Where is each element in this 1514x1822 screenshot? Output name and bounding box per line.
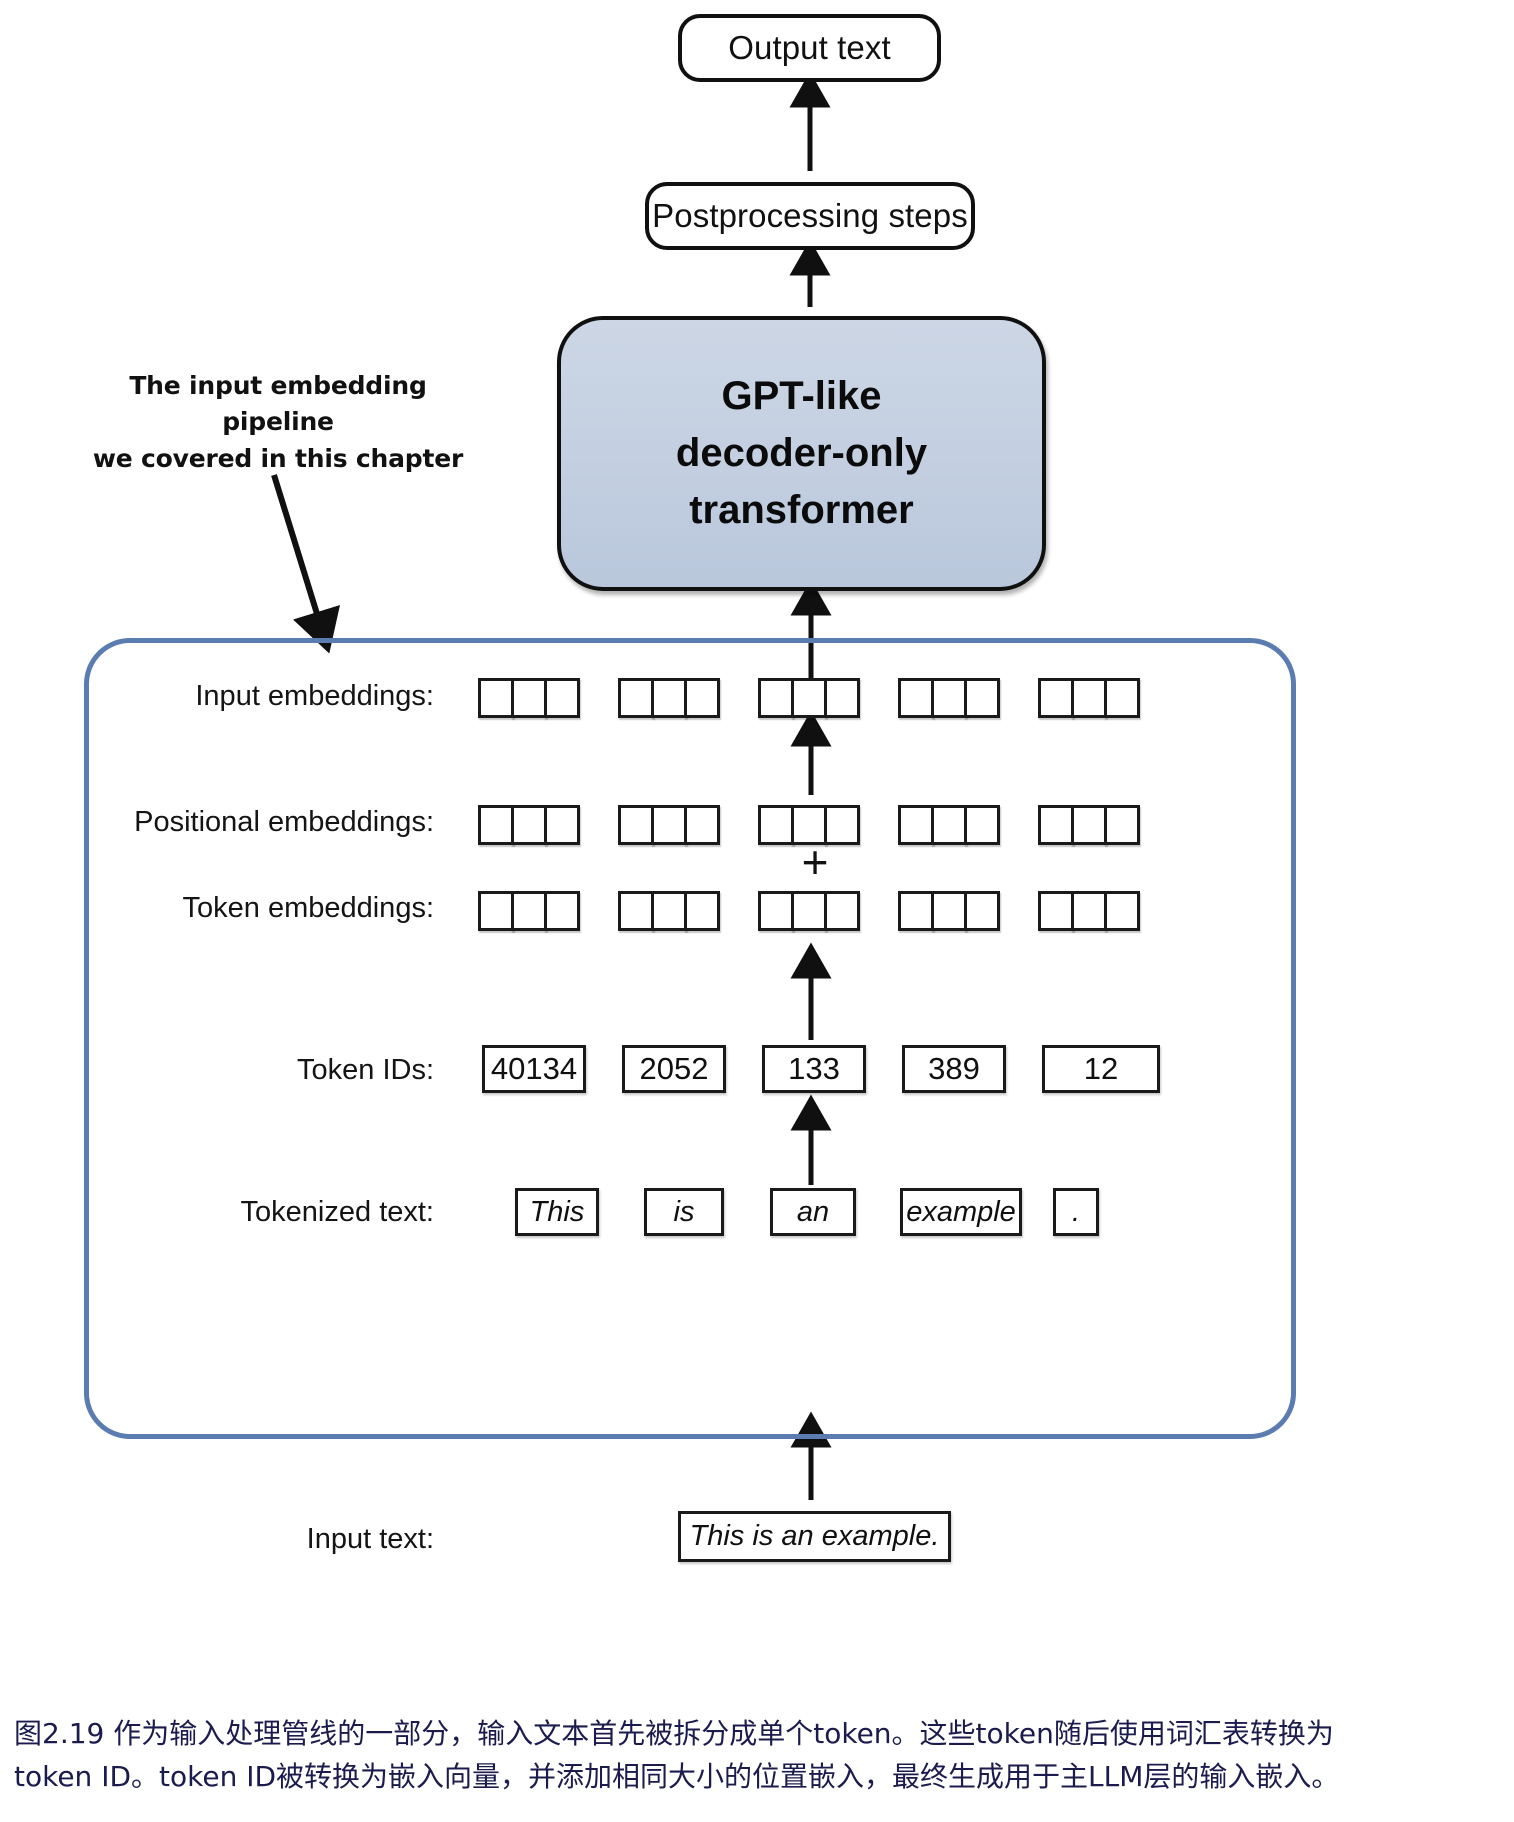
model-line-1: GPT-like <box>721 374 882 419</box>
output-text-box: Output text <box>678 14 941 82</box>
embedding-cell <box>791 805 827 845</box>
embedding-cell <box>618 678 654 718</box>
token-id-box: 133 <box>762 1045 866 1093</box>
figure-caption: 图2.19 作为输入处理管线的一部分，输入文本首先被拆分成单个token。这些t… <box>14 1712 1504 1799</box>
embedding-group <box>898 805 1000 845</box>
embedding-cell <box>964 678 1000 718</box>
embedding-cell <box>898 805 934 845</box>
input-pipeline-container <box>84 638 1296 1439</box>
embedding-group <box>618 891 720 931</box>
embedding-cell <box>898 678 934 718</box>
embedding-cell <box>1038 805 1074 845</box>
row-label-input-embeddings: Input embeddings: <box>195 680 434 712</box>
embedding-cell <box>684 678 720 718</box>
embedding-group <box>1038 678 1140 718</box>
embedding-group <box>478 805 580 845</box>
input-text-box: This is an example. <box>678 1511 951 1562</box>
embedding-cell <box>1071 891 1107 931</box>
annotation-line-1: The input embedding pipeline <box>129 371 427 437</box>
embedding-group <box>1038 805 1140 845</box>
embedding-cell <box>758 805 794 845</box>
token-box: . <box>1053 1188 1099 1236</box>
embedding-group <box>478 891 580 931</box>
embedding-cell <box>758 678 794 718</box>
embedding-cell <box>1038 678 1074 718</box>
embedding-cell <box>1104 805 1140 845</box>
embedding-cell <box>478 891 514 931</box>
embedding-cell <box>1071 805 1107 845</box>
embedding-group <box>758 891 860 931</box>
row-label-token-embeddings: Token embeddings: <box>182 892 435 924</box>
row-label-input-text: Input text: <box>306 1523 434 1555</box>
embedding-cell <box>931 678 967 718</box>
embedding-group <box>618 805 720 845</box>
embedding-cell <box>824 891 860 931</box>
embedding-cell <box>791 891 827 931</box>
annotation-line-2: we covered in this chapter <box>92 443 464 473</box>
embedding-group <box>758 805 860 845</box>
model-line-3: transformer <box>689 487 914 532</box>
token-id-box: 12 <box>1042 1045 1160 1093</box>
embedding-cell <box>1104 891 1140 931</box>
embedding-group <box>898 678 1000 718</box>
embedding-cell <box>898 891 934 931</box>
embedding-cell <box>931 891 967 931</box>
embedding-cell <box>824 678 860 718</box>
embedding-cell <box>684 805 720 845</box>
embedding-group <box>618 678 720 718</box>
model-line-2: decoder-only <box>675 431 928 476</box>
embedding-cell <box>1104 678 1140 718</box>
embedding-cell <box>1038 891 1074 931</box>
token-id-box: 389 <box>902 1045 1006 1093</box>
embedding-cell <box>651 805 687 845</box>
embedding-group <box>758 678 860 718</box>
row-label-positional-embeddings: Positional embeddings: <box>134 806 434 838</box>
embedding-group <box>1038 891 1140 931</box>
embedding-cell <box>758 891 794 931</box>
output-text-label: Output text <box>728 29 891 66</box>
embedding-cell <box>824 805 860 845</box>
embedding-cell <box>964 891 1000 931</box>
embedding-cell <box>511 891 547 931</box>
embedding-cell <box>544 805 580 845</box>
embedding-cell <box>651 678 687 718</box>
row-label-tokenized-text: Tokenized text: <box>240 1196 434 1228</box>
postprocessing-label: Postprocessing steps <box>652 197 968 234</box>
embedding-group <box>898 891 1000 931</box>
pipeline-annotation: The input embedding pipeline we covered … <box>78 368 478 477</box>
embedding-cell <box>544 678 580 718</box>
embedding-cell <box>478 805 514 845</box>
embedding-cell <box>511 805 547 845</box>
arrow-annotation-pointer <box>271 474 340 654</box>
embedding-group <box>478 678 580 718</box>
embedding-cell <box>684 891 720 931</box>
embedding-cell <box>651 891 687 931</box>
gpt-transformer-box: GPT-like decoder-only transformer <box>557 316 1046 591</box>
embedding-cell <box>544 891 580 931</box>
plus-symbol: + <box>801 836 829 888</box>
token-id-box: 40134 <box>482 1045 586 1093</box>
row-label-token-ids: Token IDs: <box>297 1054 434 1086</box>
embedding-cell <box>791 678 827 718</box>
token-box: This <box>515 1188 599 1236</box>
token-box: is <box>644 1188 724 1236</box>
embedding-cell <box>964 805 1000 845</box>
caption-line-2: token ID。token ID被转换为嵌入向量，并添加相同大小的位置嵌入，最… <box>14 1760 1340 1794</box>
embedding-cell <box>511 678 547 718</box>
token-box: example <box>900 1188 1022 1236</box>
token-box: an <box>770 1188 856 1236</box>
embedding-cell <box>618 805 654 845</box>
token-id-box: 2052 <box>622 1045 726 1093</box>
postprocessing-box: Postprocessing steps <box>645 182 975 250</box>
embedding-cell <box>1071 678 1107 718</box>
embedding-cell <box>931 805 967 845</box>
embedding-cell <box>478 678 514 718</box>
embedding-cell <box>618 891 654 931</box>
caption-line-1: 图2.19 作为输入处理管线的一部分，输入文本首先被拆分成单个token。这些t… <box>14 1717 1334 1750</box>
